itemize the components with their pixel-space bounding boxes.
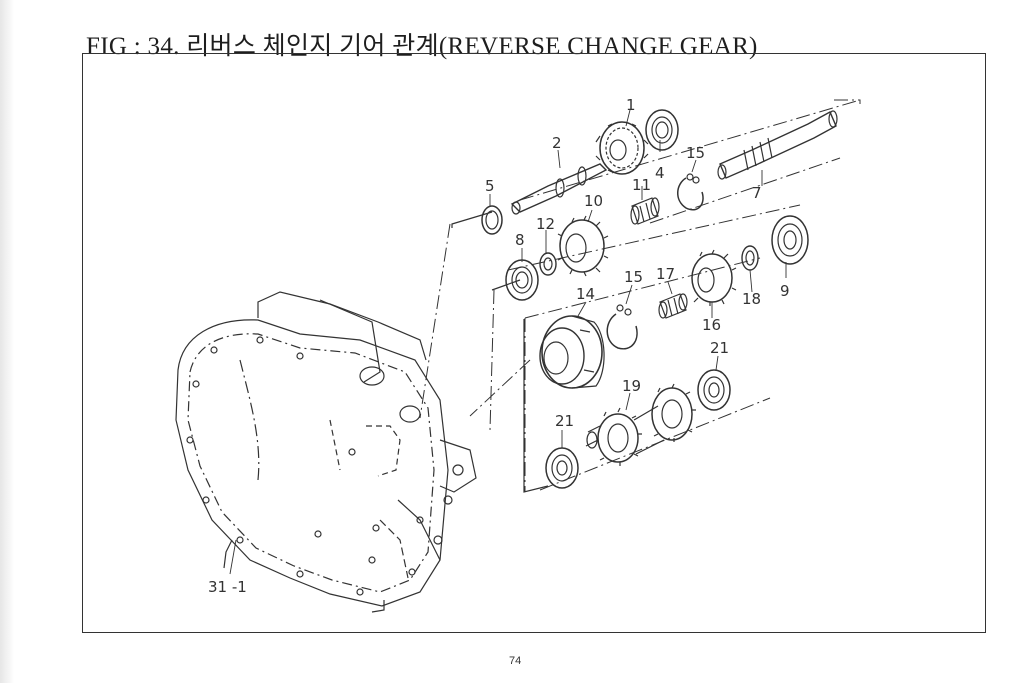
callout-5: 5 xyxy=(485,177,495,195)
transmission-housing xyxy=(175,291,477,613)
bearing xyxy=(505,259,539,301)
snap-ring-eye xyxy=(692,176,700,184)
synchronizer-hub xyxy=(539,315,605,389)
snap-ring-eye xyxy=(624,308,632,316)
callout-9: 9 xyxy=(780,282,790,300)
countershaft xyxy=(717,110,838,180)
bracket-line xyxy=(451,211,493,228)
page-number: 74 xyxy=(509,655,522,667)
snap-ring xyxy=(677,177,704,211)
callout-21-right: 21 xyxy=(710,339,729,357)
callout-14: 14 xyxy=(576,285,595,303)
callout-4: 4 xyxy=(655,164,665,182)
callout-15-lower: 15 xyxy=(624,268,643,286)
callout-11: 11 xyxy=(632,176,651,194)
callout-12: 12 xyxy=(536,215,555,233)
callout-21-left: 21 xyxy=(555,412,574,430)
figure-title: FIG : 34. 리버스 체인지 기어 관계(REVERSE CHANGE G… xyxy=(86,33,758,60)
callout-8: 8 xyxy=(515,231,525,249)
snap-ring-eye xyxy=(686,173,694,181)
callout-31-1: 31 -1 xyxy=(208,578,247,596)
bracket-line xyxy=(523,319,549,493)
gear xyxy=(557,215,609,277)
callout-10: 10 xyxy=(584,192,603,210)
snap-ring-eye xyxy=(616,304,624,312)
callout-18: 18 xyxy=(742,290,761,308)
bearing xyxy=(771,215,809,265)
diagram-frame xyxy=(82,53,986,633)
callout-2: 2 xyxy=(552,134,562,152)
callout-1: 1 xyxy=(626,96,636,114)
bearing xyxy=(645,109,679,151)
callout-19: 19 xyxy=(622,377,641,395)
reverse-shaft-gear xyxy=(585,383,696,466)
washer xyxy=(741,245,759,271)
callout-7: 7 xyxy=(752,184,762,202)
callout-labels: 1 2 4 5 7 8 9 10 11 12 14 15 15 16 17 18… xyxy=(208,96,790,596)
washer xyxy=(539,252,557,276)
snap-ring xyxy=(606,313,638,350)
bearing xyxy=(545,447,579,489)
bearing xyxy=(481,205,503,235)
callout-17: 17 xyxy=(656,265,675,283)
callout-leaders xyxy=(229,109,787,575)
idler-shaft xyxy=(510,163,608,215)
needle-bearing xyxy=(630,197,660,225)
bearing xyxy=(697,369,731,411)
gear xyxy=(691,249,737,306)
callout-16: 16 xyxy=(702,316,721,334)
assembly-centerlines xyxy=(419,99,861,492)
reverse-idler-gear xyxy=(595,121,649,175)
scan-edge-shadow xyxy=(0,0,14,683)
needle-bearing xyxy=(658,293,688,319)
callout-15-upper: 15 xyxy=(686,144,705,162)
